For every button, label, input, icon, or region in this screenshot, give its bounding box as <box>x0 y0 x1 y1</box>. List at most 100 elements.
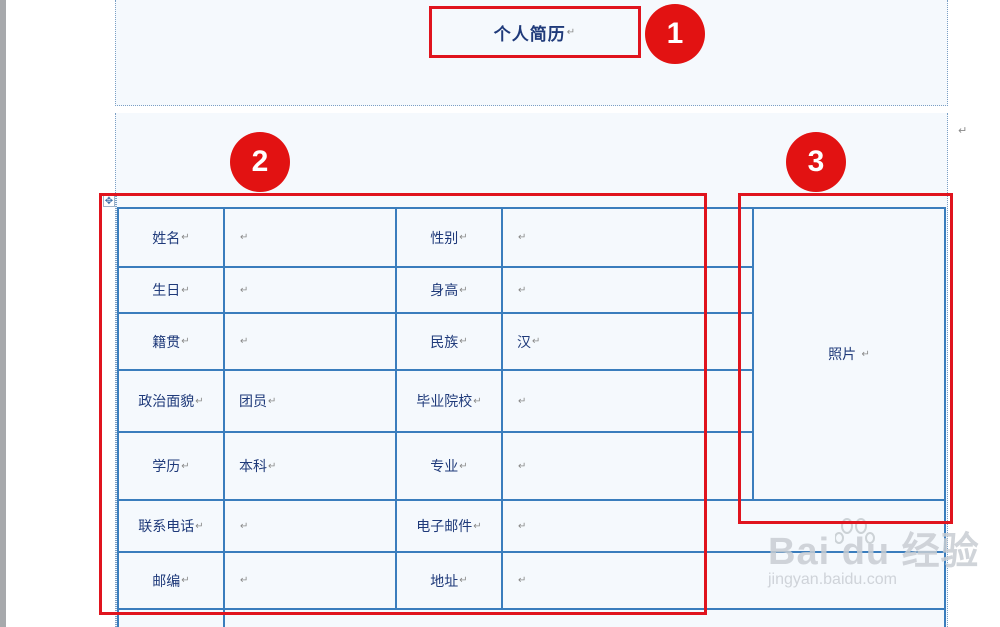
paragraph-mark-icon: ↵ <box>473 520 482 532</box>
cell-text: 民族 <box>430 334 459 351</box>
table-boundary <box>116 195 117 627</box>
annotation-badge-2: 2 <box>230 132 290 192</box>
cell-text: 性别 <box>430 230 459 247</box>
grid-line <box>117 207 119 627</box>
resume-title[interactable]: 个人简历↵ <box>430 8 640 56</box>
value-cell-address[interactable]: ↵ <box>503 553 752 608</box>
paragraph-mark-icon: ↵ <box>181 232 190 243</box>
cell-text: 生日 <box>152 283 181 299</box>
label-cell-height[interactable]: 身高↵ <box>397 268 501 312</box>
grid-line <box>117 207 946 209</box>
label-cell-gender[interactable]: 性别↵ <box>397 209 501 266</box>
title-text: 个人简历 <box>493 24 566 45</box>
photo-cell[interactable]: 照片 ↵ <box>754 208 944 500</box>
grid-line <box>117 431 754 433</box>
grid-line <box>501 207 503 610</box>
paragraph-mark-icon: ↵ <box>532 336 541 347</box>
value-cell-education[interactable]: 本科↵ <box>225 433 395 499</box>
cell-text: 团员 <box>239 394 267 410</box>
value-cell-gender[interactable]: ↵ <box>503 209 752 266</box>
paragraph-mark-icon: ↵ <box>473 395 482 407</box>
cell-text: 身高 <box>430 283 459 299</box>
grid-line <box>117 608 946 610</box>
label-cell-political-status[interactable]: 政治面貌↵ <box>119 371 223 431</box>
value-cell-school[interactable]: ↵ <box>503 371 752 431</box>
paragraph-mark-icon: ↵ <box>518 395 527 407</box>
paragraph-mark-icon: ↵ <box>181 460 190 472</box>
annotation-box-1 <box>429 6 641 58</box>
label-cell-phone[interactable]: 联系电话↵ <box>119 501 223 551</box>
paragraph-mark-icon: ↵ <box>518 284 527 296</box>
watermark-brand: Bai du 经验 <box>768 531 980 573</box>
paragraph-mark-icon: ↵ <box>240 232 249 243</box>
header-region[interactable] <box>115 0 948 106</box>
baidu-paw-icon <box>835 518 875 544</box>
cell-text: 毕业院校 <box>416 394 473 410</box>
value-cell-birthday[interactable]: ↵ <box>225 268 395 312</box>
grid-line <box>117 551 946 553</box>
paragraph-mark-icon: ↵ <box>181 575 190 586</box>
label-cell-education[interactable]: 学历↵ <box>119 433 223 499</box>
value-cell-postcode[interactable]: ↵ <box>225 553 395 608</box>
photo-label: 照片 <box>828 347 857 363</box>
paragraph-mark-icon: ↵ <box>240 520 249 532</box>
paragraph-mark-icon: ↵ <box>459 575 468 586</box>
grid-line <box>117 499 946 501</box>
paragraph-mark-icon: ↵ <box>268 460 277 472</box>
paragraph-mark-icon: ↵ <box>518 520 527 532</box>
value-cell-phone[interactable]: ↵ <box>225 501 395 551</box>
cell-text: 地址 <box>430 573 459 590</box>
paragraph-mark-icon: ↵ <box>240 336 249 347</box>
left-gutter <box>0 0 6 627</box>
value-cell-ethnicity[interactable]: 汉↵ <box>503 314 752 369</box>
cell-text: 籍贯 <box>152 334 181 351</box>
grid-line <box>395 207 397 610</box>
label-cell-postcode[interactable]: 邮编↵ <box>119 553 223 608</box>
cell-text: 学历 <box>152 459 181 475</box>
label-cell-name[interactable]: 姓名↵ <box>119 209 223 266</box>
value-cell-native-place[interactable]: ↵ <box>225 314 395 369</box>
paragraph-mark-icon: ↵ <box>861 348 870 360</box>
paragraph-mark-icon: ↵ <box>195 520 204 532</box>
grid-line <box>117 369 754 371</box>
grid-line <box>117 312 754 314</box>
paragraph-mark-icon: ↵ <box>566 26 577 38</box>
value-cell-political-status[interactable]: 团员↵ <box>225 371 395 431</box>
paragraph-mark-icon: ↵ <box>195 395 204 407</box>
label-cell-school[interactable]: 毕业院校↵ <box>397 371 501 431</box>
paragraph-mark-icon: ↵ <box>181 284 190 296</box>
cell-text: 电子邮件 <box>416 519 473 535</box>
annotation-badge-1: 1 <box>645 4 705 64</box>
watermark-url: jingyan.baidu.com <box>768 571 897 588</box>
cell-text: 邮编 <box>152 573 181 590</box>
paragraph-mark-icon: ↵ <box>181 336 190 347</box>
paragraph-mark-icon: ↵ <box>240 284 249 296</box>
cell-text: 专业 <box>430 459 459 475</box>
annotation-box-2 <box>99 193 707 615</box>
grid-line <box>117 266 754 268</box>
paragraph-mark-icon: ↵ <box>459 336 468 347</box>
value-cell-email[interactable]: ↵ <box>503 501 752 551</box>
grid-line <box>944 207 946 627</box>
label-cell-ethnicity[interactable]: 民族↵ <box>397 314 501 369</box>
cell-text: 政治面貌 <box>138 394 195 410</box>
grid-line <box>752 207 754 501</box>
label-cell-native-place[interactable]: 籍贯↵ <box>119 314 223 369</box>
label-cell-address[interactable]: 地址↵ <box>397 553 501 608</box>
paragraph-mark-icon: ↵ <box>268 395 277 407</box>
label-cell-major[interactable]: 专业↵ <box>397 433 501 499</box>
cell-text: 联系电话 <box>138 519 195 535</box>
value-cell-height[interactable]: ↵ <box>503 268 752 312</box>
paragraph-mark-icon: ↵ <box>518 460 527 472</box>
paragraph-mark-icon: ↵ <box>459 284 468 296</box>
annotation-box-3 <box>738 193 953 524</box>
label-cell-email[interactable]: 电子邮件↵ <box>397 501 501 551</box>
paragraph-mark-icon: ↵ <box>240 575 249 586</box>
paragraph-mark-icon: ↵ <box>459 232 468 243</box>
value-cell-major[interactable]: ↵ <box>503 433 752 499</box>
cell-text: 汉 <box>517 334 531 351</box>
label-cell-birthday[interactable]: 生日↵ <box>119 268 223 312</box>
paragraph-mark-icon: ↵ <box>459 460 468 472</box>
value-cell-name[interactable]: ↵ <box>225 209 395 266</box>
paragraph-mark-icon: ↵ <box>518 575 527 586</box>
